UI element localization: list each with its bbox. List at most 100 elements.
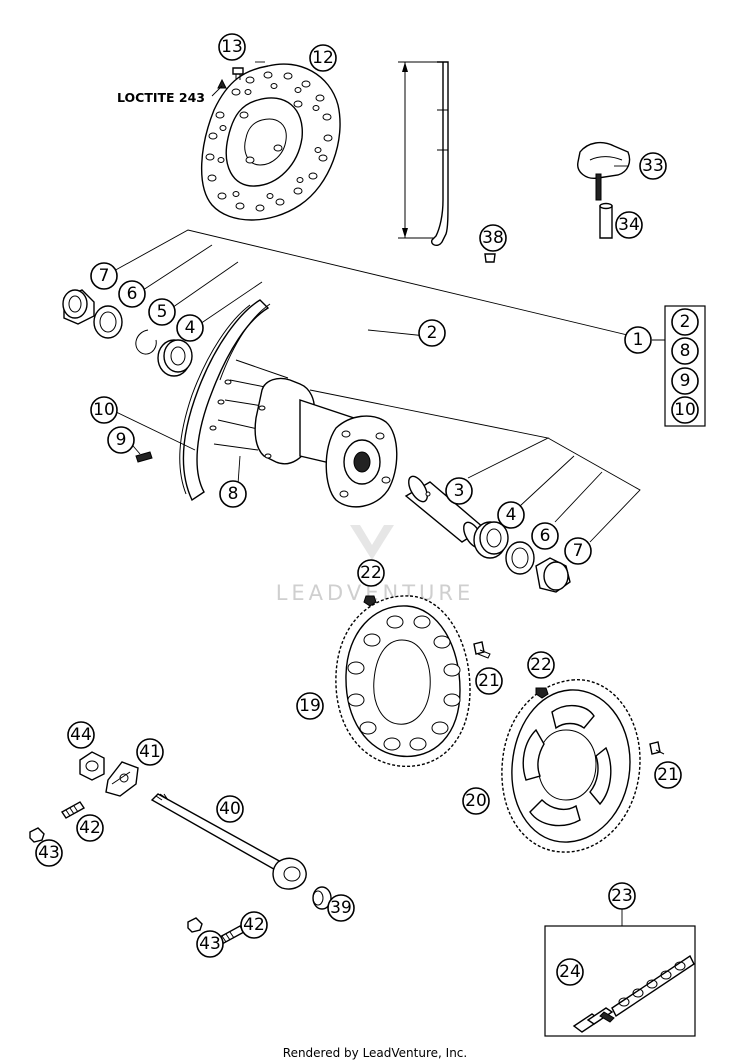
svg-text:7: 7 — [99, 266, 110, 286]
svg-text:5: 5 — [157, 302, 168, 322]
svg-text:22: 22 — [530, 655, 552, 675]
svg-text:13: 13 — [221, 37, 243, 57]
spokes — [213, 359, 289, 451]
leader-lines-left — [111, 229, 641, 339]
svg-text:43: 43 — [38, 843, 60, 863]
callout-6-left[interactable]: 6 — [118, 280, 146, 308]
grommet — [484, 253, 496, 263]
chain-adjuster — [105, 761, 139, 797]
callout-6-right[interactable]: 6 — [531, 522, 559, 550]
spoke-nipple — [135, 451, 153, 463]
callout-43-left[interactable]: 43 — [35, 839, 63, 867]
svg-text:23: 23 — [611, 886, 633, 906]
callout-1[interactable]: 1 — [624, 326, 652, 354]
svg-text:6: 6 — [127, 284, 138, 304]
chain-segment — [611, 954, 695, 1018]
callout-24[interactable]: 24 — [556, 958, 584, 986]
callout-38[interactable]: 38 — [479, 224, 507, 252]
svg-text:38: 38 — [482, 228, 504, 248]
callout-42-right[interactable]: 42 — [240, 911, 268, 939]
svg-text:4: 4 — [506, 505, 517, 525]
svg-text:34: 34 — [618, 215, 640, 235]
svg-text:2: 2 — [680, 312, 691, 332]
svg-text:39: 39 — [330, 898, 352, 918]
svg-text:9: 9 — [116, 430, 127, 450]
callout-12[interactable]: 12 — [309, 44, 337, 72]
svg-text:42: 42 — [243, 915, 265, 935]
callout-41[interactable]: 41 — [136, 738, 164, 766]
svg-text:12: 12 — [312, 48, 334, 68]
svg-text:6: 6 — [540, 526, 551, 546]
svg-text:10: 10 — [674, 400, 696, 420]
callout-19[interactable]: 19 — [296, 692, 324, 720]
svg-text:1: 1 — [633, 330, 644, 350]
svg-text:40: 40 — [219, 799, 241, 819]
disc-screw — [217, 67, 244, 89]
kit-item-10[interactable]: 10 — [671, 396, 699, 424]
right-bearing — [473, 521, 509, 559]
rear-sprocket-small — [335, 595, 471, 767]
svg-text:10: 10 — [93, 400, 115, 420]
callout-39[interactable]: 39 — [327, 894, 355, 922]
callout-13[interactable]: 13 — [218, 33, 246, 61]
svg-text:19: 19 — [299, 696, 321, 716]
callout-23[interactable]: 23 — [608, 882, 636, 910]
svg-text:8: 8 — [228, 484, 239, 504]
sprocket-nut — [363, 595, 377, 607]
callout-8[interactable]: 8 — [219, 480, 247, 508]
callout-4-left[interactable]: 4 — [176, 314, 204, 342]
callout-42-left[interactable]: 42 — [76, 814, 104, 842]
svg-text:7: 7 — [573, 541, 584, 561]
svg-text:9: 9 — [680, 371, 691, 391]
spoke-dimension — [398, 61, 449, 247]
svg-text:33: 33 — [642, 156, 664, 176]
sprocket-bolt — [473, 641, 491, 659]
svg-text:3: 3 — [454, 481, 465, 501]
callout-21-left[interactable]: 21 — [475, 667, 503, 695]
rim-lock — [577, 141, 631, 239]
callout-5[interactable]: 5 — [148, 298, 176, 326]
svg-text:21: 21 — [478, 671, 500, 691]
callout-22-left[interactable]: 22 — [357, 559, 385, 587]
brake-disc — [200, 63, 341, 221]
kit-item-8[interactable]: 8 — [671, 337, 699, 365]
callout-43-right[interactable]: 43 — [196, 930, 224, 958]
callout-20[interactable]: 20 — [462, 787, 490, 815]
svg-text:4: 4 — [185, 318, 196, 338]
callout-34[interactable]: 34 — [615, 211, 643, 239]
callout-9[interactable]: 9 — [107, 426, 135, 454]
left-spacer — [62, 289, 95, 325]
callout-4-right[interactable]: 4 — [497, 501, 525, 529]
sprocket-nut-2 — [535, 687, 549, 699]
callout-10[interactable]: 10 — [90, 396, 118, 424]
axle-cap — [312, 886, 332, 910]
left-bearing — [157, 339, 193, 377]
left-circlip — [135, 329, 157, 355]
svg-text:43: 43 — [199, 934, 221, 954]
callout-2[interactable]: 2 — [418, 319, 446, 347]
callout-22-right[interactable]: 22 — [527, 651, 555, 679]
axle-nut — [79, 751, 105, 781]
svg-text:42: 42 — [79, 818, 101, 838]
callout-7-left[interactable]: 7 — [90, 262, 118, 290]
callout-33[interactable]: 33 — [639, 152, 667, 180]
callout-44[interactable]: 44 — [67, 721, 95, 749]
master-link — [572, 1007, 615, 1033]
kit-item-9[interactable]: 9 — [671, 367, 699, 395]
svg-text:21: 21 — [657, 765, 679, 785]
leader-lines-right — [309, 329, 641, 543]
sprocket-bolt-2 — [649, 741, 665, 755]
svg-text:41: 41 — [139, 742, 161, 762]
left-seal — [93, 305, 123, 339]
kit-item-2[interactable]: 2 — [671, 308, 699, 336]
callout-3[interactable]: 3 — [445, 477, 473, 505]
footer-credit: Rendered by LeadVenture, Inc. — [283, 1046, 467, 1060]
axle — [150, 793, 307, 890]
callout-40[interactable]: 40 — [216, 795, 244, 823]
callout-21-right[interactable]: 21 — [654, 761, 682, 789]
right-spacer — [535, 557, 571, 593]
svg-text:8: 8 — [680, 341, 691, 361]
svg-text:2: 2 — [427, 323, 438, 343]
callout-7-right[interactable]: 7 — [564, 537, 592, 565]
